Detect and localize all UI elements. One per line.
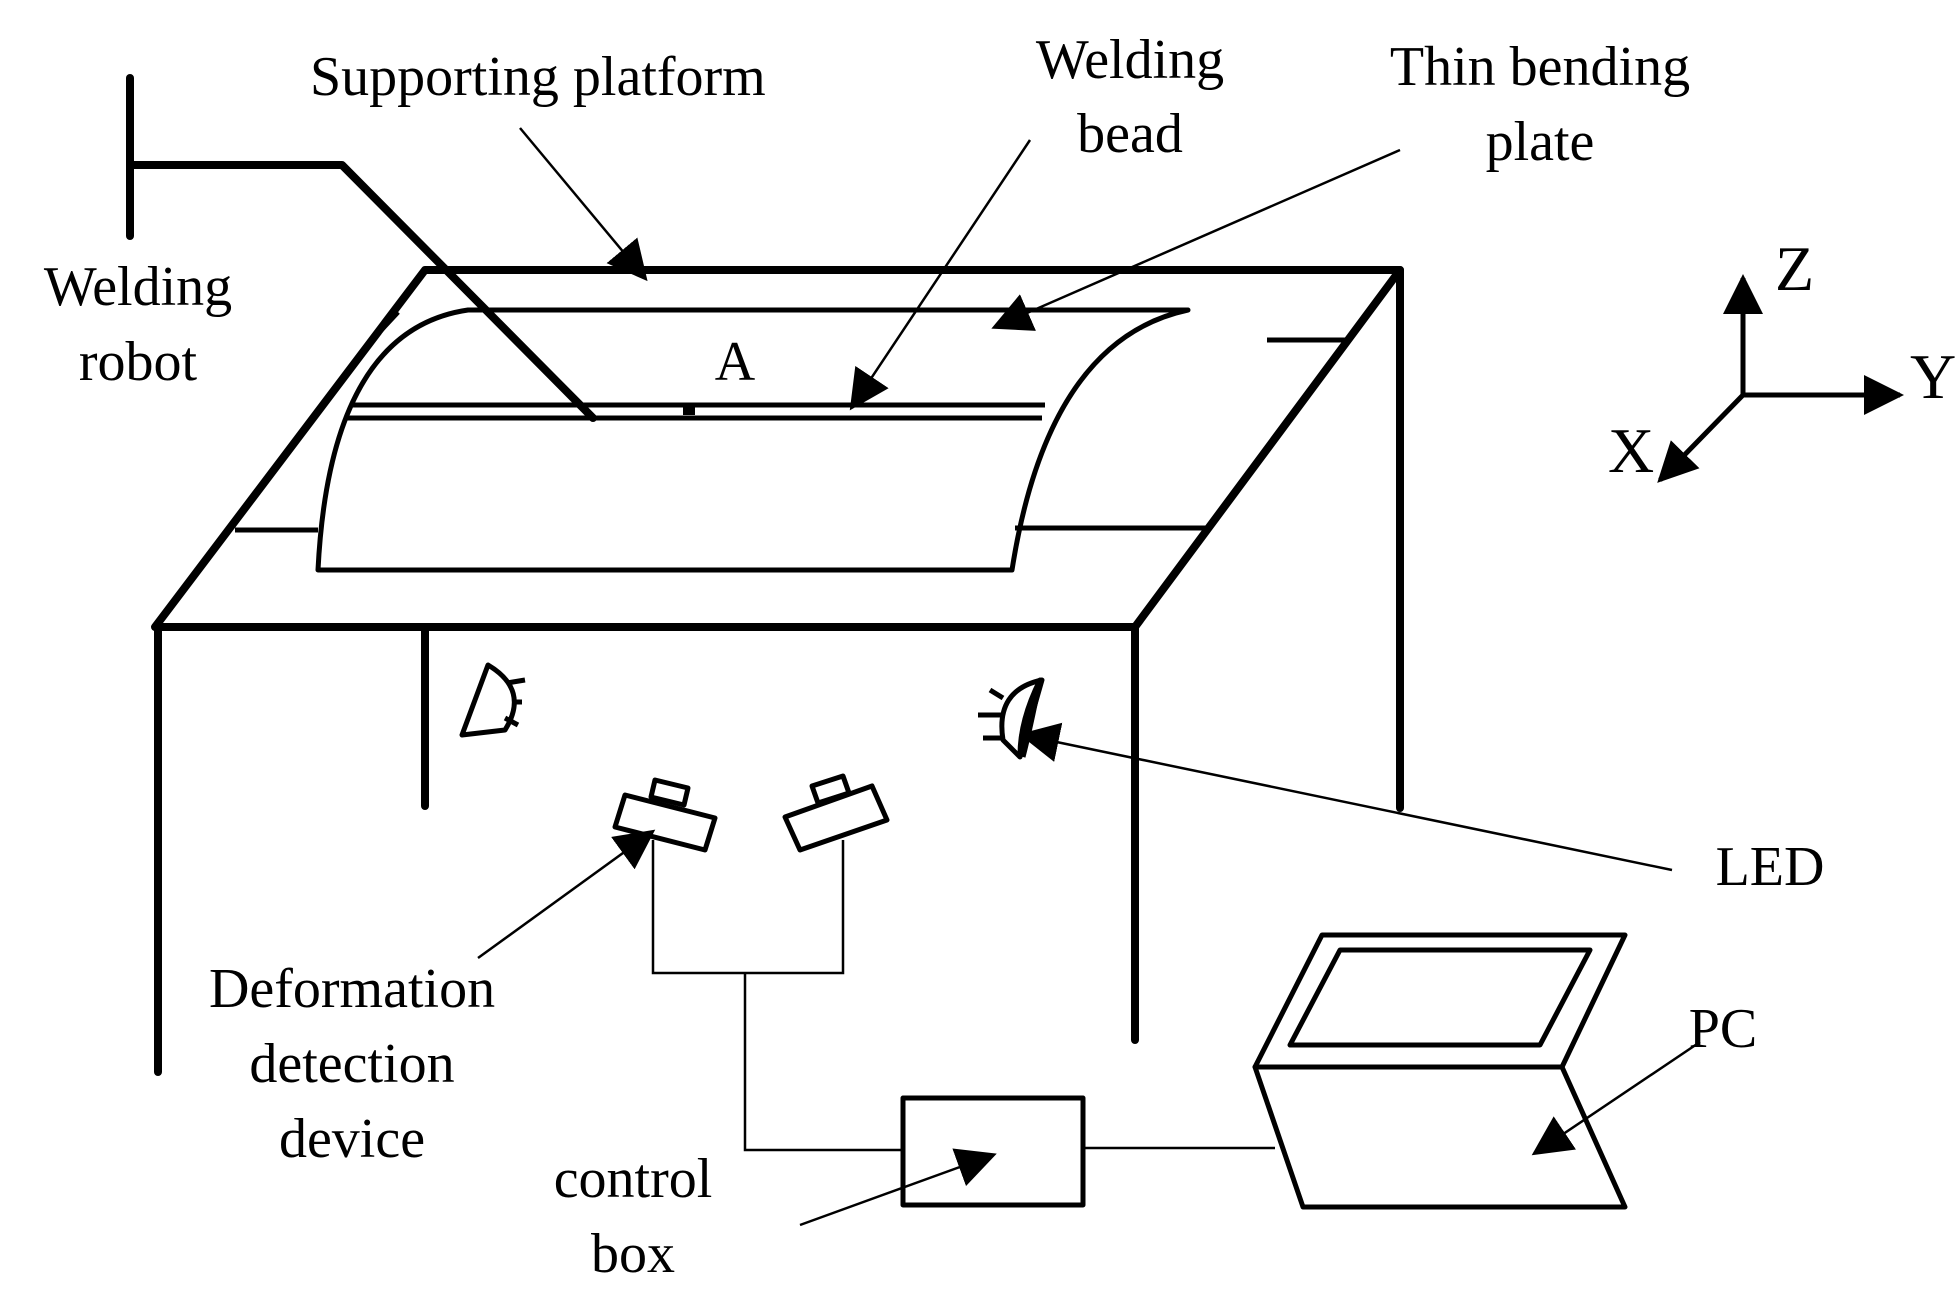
welding-bead-arrow	[849, 139, 1032, 411]
labels: Supporting platform Welding bead Thin be…	[44, 29, 1825, 1285]
label-control-box-line2: box	[591, 1223, 675, 1285]
thin-plate-arrow	[991, 148, 1401, 331]
label-control-box-line1: control	[554, 1148, 713, 1210]
x-axis-label: X	[1608, 415, 1654, 486]
label-deformation-line1: Deformation	[209, 958, 495, 1020]
control-box	[900, 1095, 1086, 1208]
control-box-arrow	[799, 1148, 997, 1227]
label-led: LED	[1716, 836, 1825, 898]
supporting-platform-arrow	[519, 127, 648, 282]
label-welding-robot-line2: robot	[79, 331, 198, 393]
y-axis-label: Y	[1910, 341, 1956, 412]
led-left	[459, 662, 526, 738]
label-welding-bead-line1: Welding	[1036, 29, 1224, 91]
label-pc: PC	[1689, 998, 1758, 1060]
z-axis-label: Z	[1775, 233, 1814, 304]
label-supporting-platform: Supporting platform	[310, 46, 766, 108]
label-welding-robot-line1: Welding	[44, 256, 232, 318]
x-axis-arrow	[1657, 393, 1745, 483]
deformation-device-arrow	[477, 829, 656, 960]
welding-robot	[126, 74, 597, 422]
camera-wiring	[651, 840, 903, 1152]
label-thin-plate-line1: Thin bending	[1390, 36, 1690, 98]
label-welding-bead-line2: bead	[1077, 103, 1183, 165]
pc	[1252, 932, 1628, 1210]
label-deformation-line3: device	[279, 1108, 425, 1170]
led-right	[978, 677, 1045, 760]
leader-lines	[477, 127, 1701, 1227]
label-deformation-line2: detection	[249, 1033, 454, 1095]
pc-arrow	[1531, 1040, 1701, 1156]
camera-left	[612, 777, 718, 853]
point-a-marker	[683, 403, 695, 415]
camera-right	[782, 773, 890, 853]
supporting-platform	[151, 266, 1404, 1076]
led-arrow	[1019, 722, 1673, 872]
label-thin-plate-line2: plate	[1486, 111, 1595, 173]
coordinate-axes: Z Y X	[1608, 233, 1956, 486]
thin-bending-plate	[315, 307, 1191, 573]
label-point-a: A	[715, 331, 756, 393]
